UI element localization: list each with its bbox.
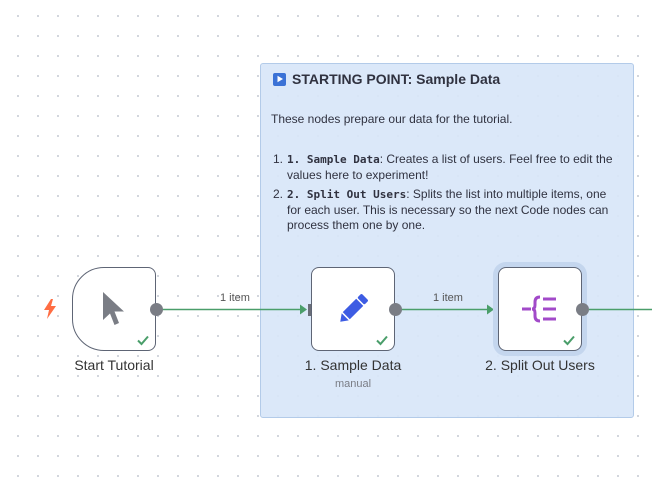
node-label: 2. Split Out Users	[485, 357, 595, 373]
check-icon	[376, 335, 388, 346]
list-number: 2.	[273, 187, 284, 201]
output-port[interactable]	[150, 303, 163, 316]
play-icon	[273, 72, 286, 86]
code-span: 2. Split Out Users	[287, 188, 407, 201]
edge-label: 1 item	[433, 292, 463, 304]
code-span: 1. Sample Data	[287, 153, 380, 166]
sticky-description: These nodes prepare our data for the tut…	[271, 112, 513, 126]
node-label: Start Tutorial	[74, 357, 154, 373]
list-number: 1.	[273, 152, 284, 166]
input-port[interactable]	[495, 304, 499, 316]
list-item-text: : Splits the list into multiple items, o…	[287, 187, 609, 232]
check-icon	[563, 335, 575, 346]
cursor-icon	[103, 292, 124, 325]
pencil-icon	[340, 294, 368, 322]
node-start-tutorial[interactable]	[72, 267, 156, 351]
sticky-list-item: 2. 2. Split Out Users: Splits the list i…	[273, 187, 623, 234]
check-icon	[137, 335, 149, 346]
node-sample-data[interactable]	[311, 267, 395, 351]
connection-arrow	[487, 304, 494, 315]
split-out-icon	[522, 295, 556, 323]
input-port[interactable]	[308, 304, 312, 316]
connection-arrow	[300, 304, 307, 315]
node-label: 1. Sample Data	[304, 357, 402, 373]
output-port[interactable]	[576, 303, 589, 316]
output-port[interactable]	[389, 303, 402, 316]
sticky-list-item: 1. 1. Sample Data: Creates a list of use…	[273, 152, 623, 183]
sticky-title: STARTING POINT: Sample Data	[273, 71, 500, 87]
trigger-bolt-icon	[44, 299, 56, 319]
sticky-note[interactable]: STARTING POINT: Sample Data These nodes …	[260, 63, 634, 418]
edge-label: 1 item	[220, 292, 250, 304]
node-subtitle: manual	[334, 378, 372, 390]
sticky-list: 1. 1. Sample Data: Creates a list of use…	[273, 152, 623, 238]
node-split-out-users[interactable]	[498, 267, 582, 351]
list-item-text: : Creates a list of users. Feel free to …	[287, 152, 613, 182]
sticky-title-text: STARTING POINT: Sample Data	[292, 71, 501, 87]
